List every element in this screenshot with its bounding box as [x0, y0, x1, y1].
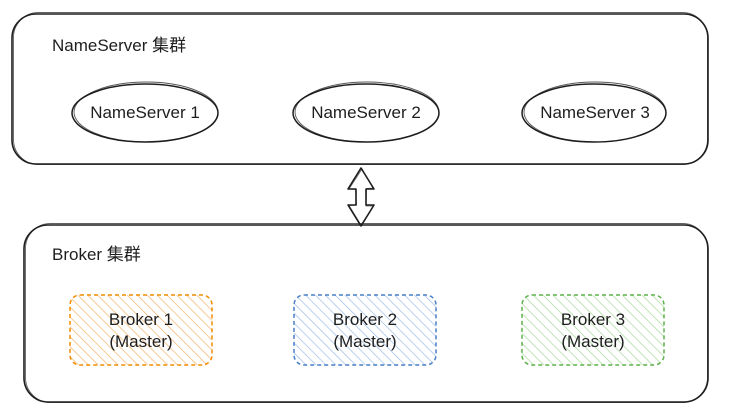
broker-node-1-role: (Master) — [109, 332, 173, 351]
broker-node-2 — [293, 294, 437, 366]
broker-node-3-label: Broker 3 (Master) — [522, 309, 664, 353]
broker-node-3 — [521, 294, 665, 366]
broker-node-3-role: (Master) — [561, 332, 625, 351]
nameserver-node-2 — [292, 81, 440, 143]
broker-node-2-name: Broker 2 — [332, 310, 398, 329]
broker-node-2-label: Broker 2 (Master) — [294, 309, 436, 353]
broker-node-1-label: Broker 1 (Master) — [70, 309, 212, 353]
broker-node-3-name: Broker 3 — [560, 310, 626, 329]
broker-node-1-name: Broker 1 — [108, 310, 174, 329]
bidirectional-arrow — [347, 167, 375, 227]
broker-cluster-title: Broker 集群 — [52, 245, 141, 264]
nameserver-node-3 — [521, 81, 667, 143]
nameserver-cluster-box — [11, 12, 709, 165]
nameserver-node-2-label: NameServer 2 — [311, 103, 421, 122]
nameserver-node-1 — [71, 81, 219, 143]
broker-node-1 — [69, 294, 213, 366]
nameserver-node-1-label: NameServer 1 — [90, 103, 200, 122]
broker-node-2-role: (Master) — [333, 332, 397, 351]
broker-cluster-box — [23, 223, 709, 403]
nameserver-cluster-title: NameServer 集群 — [52, 36, 187, 55]
nameserver-node-3-label: NameServer 3 — [540, 103, 650, 122]
